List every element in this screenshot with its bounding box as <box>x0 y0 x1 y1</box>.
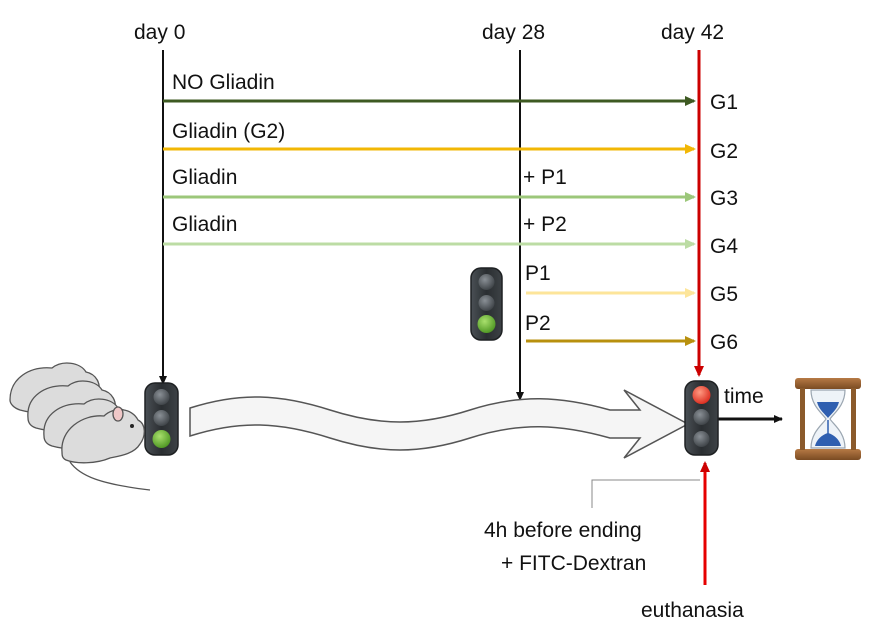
group-extra-label: P1 <box>525 262 551 285</box>
group-treatment-label: Gliadin (G2) <box>172 120 286 143</box>
group-extra-label: + P1 <box>523 166 567 189</box>
mice-icon <box>9 362 151 491</box>
traffic-light-icon <box>144 382 179 456</box>
group-treatment-label: Gliadin <box>172 166 238 189</box>
day0-label: day 0 <box>134 21 186 44</box>
note-line1: 4h before ending <box>484 519 642 542</box>
wavy-progress-arrow <box>189 389 690 459</box>
group-label-g1: G1 <box>710 91 739 114</box>
group-label-g3: G3 <box>710 187 739 210</box>
euthanasia-label: euthanasia <box>641 599 744 622</box>
group-label-g4: G4 <box>710 235 739 258</box>
note-line2: + FITC-Dextran <box>501 552 647 575</box>
note-connector <box>591 479 700 508</box>
group-label-g5: G5 <box>710 283 739 306</box>
hourglass-icon <box>795 378 861 460</box>
day28-label: day 28 <box>482 21 546 44</box>
traffic-light-icon <box>684 380 719 456</box>
group-extra-label: P2 <box>525 312 551 335</box>
group-label-g2: G2 <box>710 140 739 163</box>
group-label-g6: G6 <box>710 331 739 354</box>
time-label: time <box>724 385 764 408</box>
traffic-light-icon <box>470 267 503 341</box>
group-extra-label: + P2 <box>523 213 567 236</box>
group-treatment-label: Gliadin <box>172 213 238 236</box>
group-treatment-label: NO Gliadin <box>172 71 275 94</box>
day42-label: day 42 <box>661 21 725 44</box>
